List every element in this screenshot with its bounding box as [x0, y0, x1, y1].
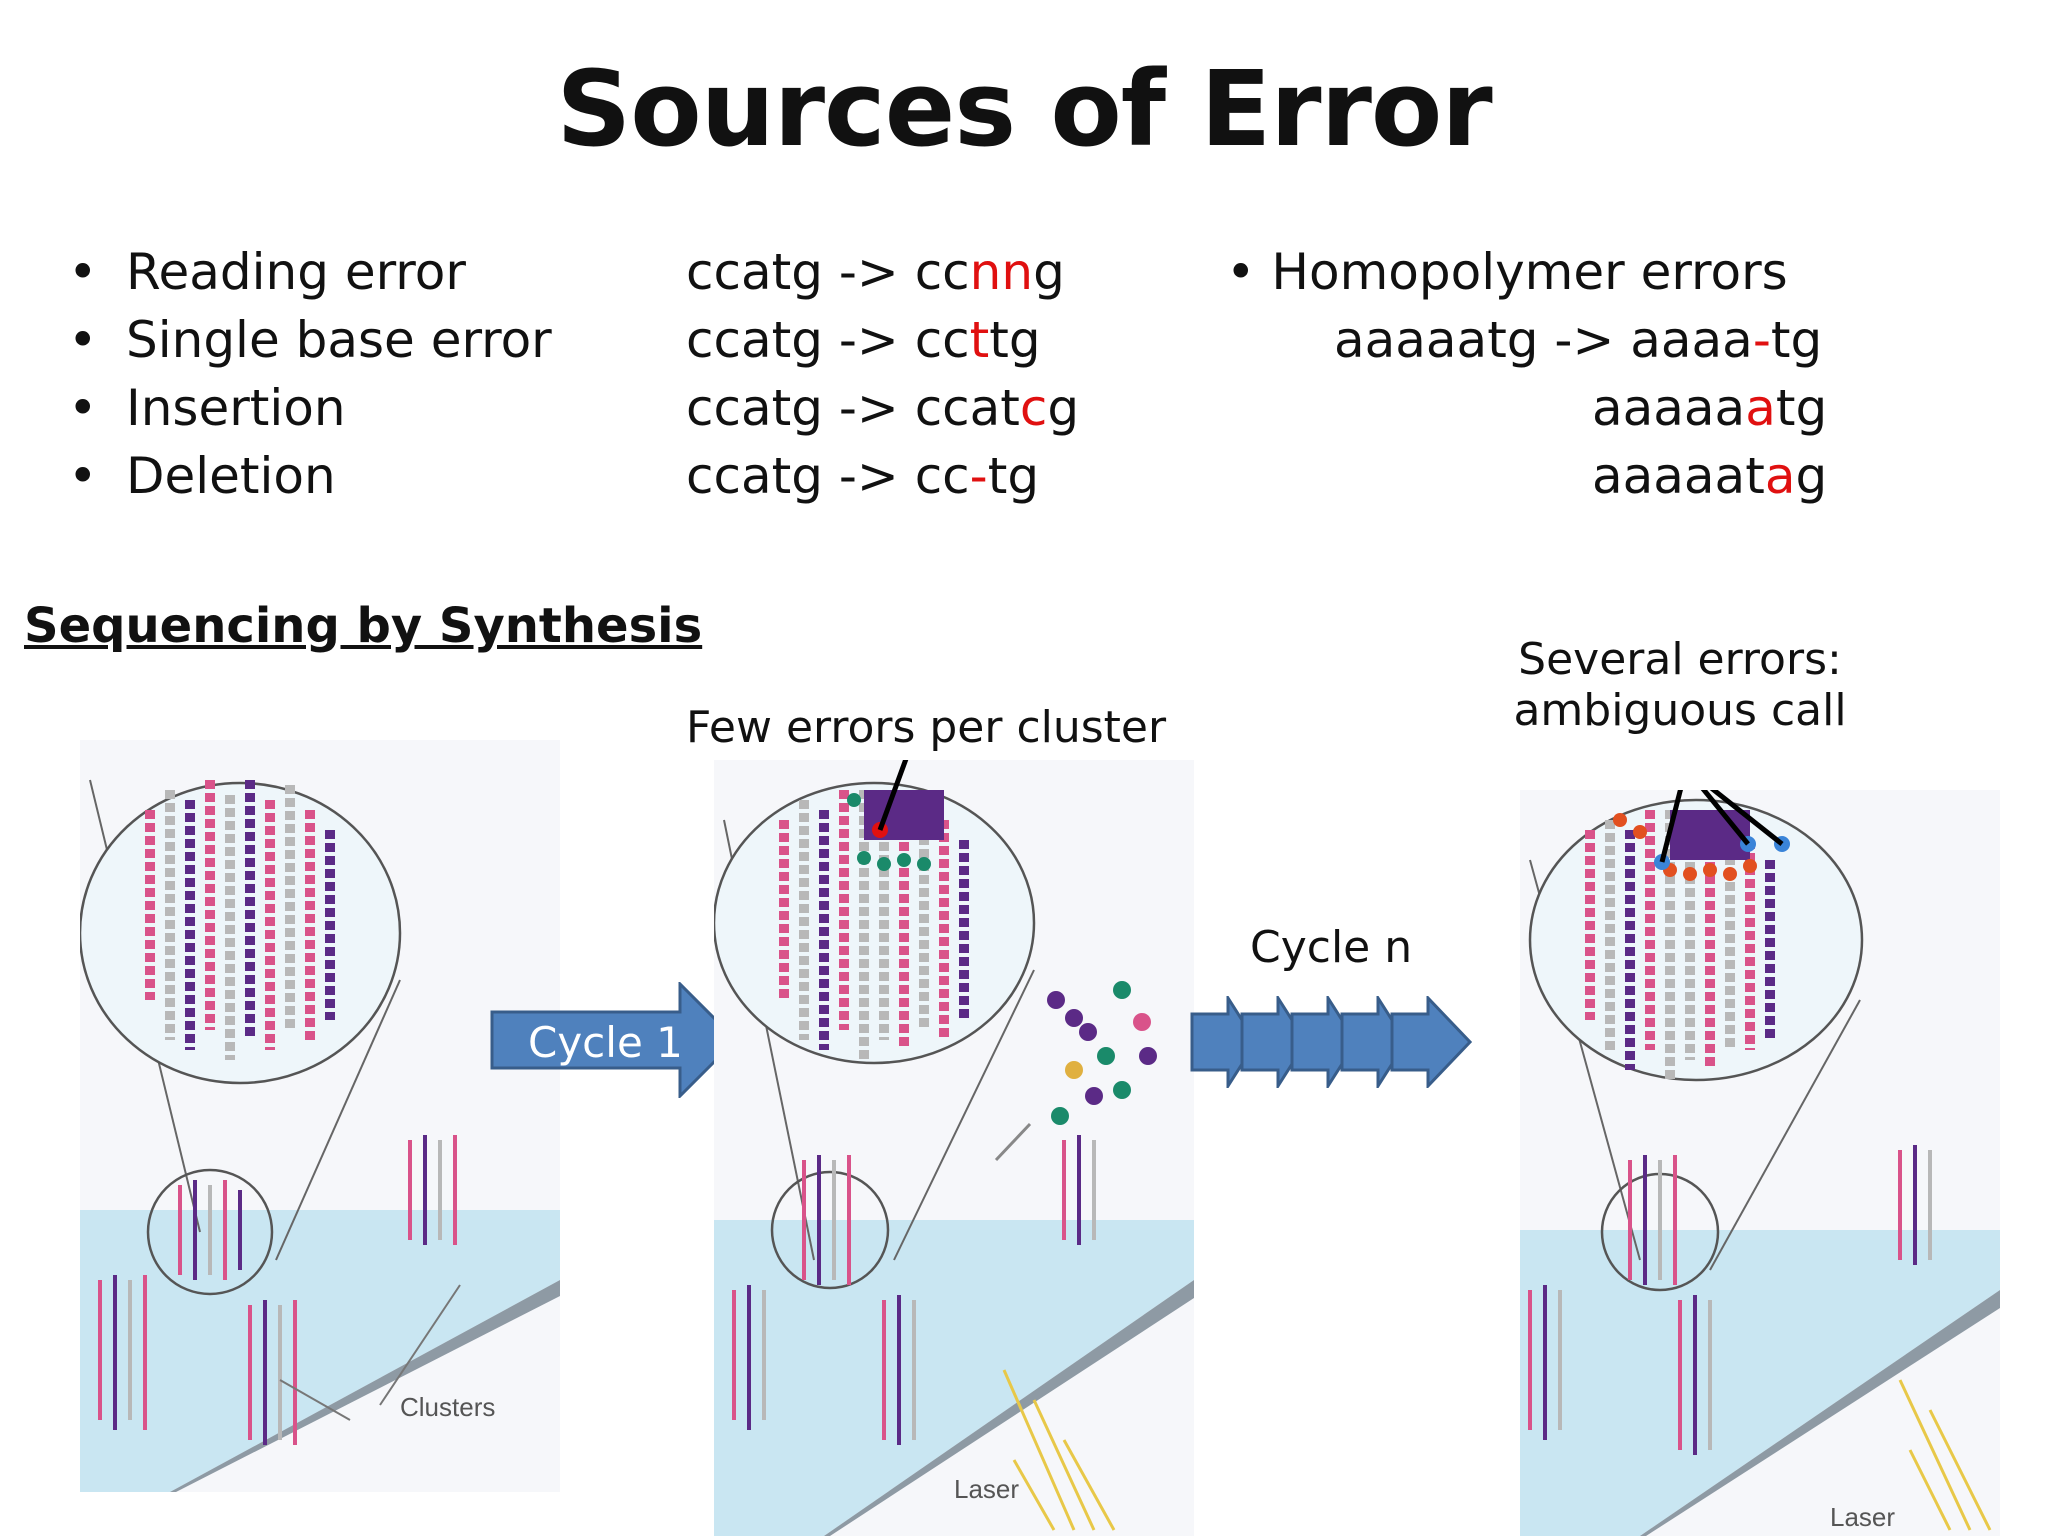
example-original: ccatg ->	[686, 447, 915, 505]
example-suffix: tg	[1770, 311, 1823, 369]
example-error-base: -	[1752, 311, 1771, 369]
laser-label: Laser	[1830, 1502, 1895, 1532]
cycle-n-label: Cycle n	[1250, 922, 1413, 973]
example-prefix: aaaaa	[1592, 379, 1746, 437]
few-errors-label: Few errors per cluster	[686, 702, 1167, 753]
several-errors-line1: Several errors:	[1518, 634, 1842, 685]
flow-cell-edge	[170, 1280, 560, 1492]
example-original: aaaaatg ->	[1334, 311, 1631, 369]
cluster-panel-cycle-n: Laser	[1520, 790, 2000, 1536]
example-suffix: g	[1047, 379, 1080, 437]
cluster-panel-initial: Clusters	[80, 740, 560, 1492]
error-example-list: ccatg -> ccnng ccatg -> ccttg ccatg -> c…	[686, 238, 1079, 510]
clusters-pointer	[279, 1379, 351, 1421]
surface-clusters	[98, 1135, 457, 1445]
slide-title: Sources of Error	[556, 48, 1492, 170]
clusters-label: Clusters	[400, 1392, 495, 1422]
example-prefix: aaaaat	[1592, 447, 1765, 505]
example-original: ccatg ->	[686, 243, 915, 301]
error-type-label: Insertion	[126, 379, 346, 437]
example-error-base: nn	[969, 243, 1034, 301]
flow-cell-edge	[824, 1280, 1194, 1536]
flow-cell-surface	[1520, 1230, 2000, 1536]
flow-cell-surface	[80, 1210, 560, 1492]
clusters-pointer	[379, 1284, 461, 1406]
error-type-label: Reading error	[126, 243, 466, 301]
zoom-line	[1709, 999, 1861, 1271]
example-error-base: a	[1764, 447, 1796, 505]
example-error-base: t	[969, 311, 990, 369]
flow-cell-edge	[1640, 1290, 2000, 1536]
several-errors-line2: ambiguous call	[1513, 685, 1847, 736]
cycle-n-arrows	[1190, 996, 1472, 1088]
surface-clusters	[732, 1135, 1096, 1445]
cluster-highlight-circle	[770, 1170, 890, 1290]
bullet-icon: •	[68, 311, 98, 369]
error-type-label: Deletion	[126, 447, 336, 505]
homopolymer-block: • Homopolymer errors aaaaatg -> aaaa-tg …	[1226, 238, 1827, 510]
incorporation-arrow	[994, 1122, 1032, 1162]
cluster-highlight-circle	[146, 1168, 274, 1296]
bullet-icon: •	[68, 447, 98, 505]
dna-strands	[145, 780, 335, 1060]
homopolymer-example: aaaaatg -> aaaa-tg	[1226, 306, 1827, 374]
example-suffix: tg	[1775, 379, 1828, 437]
list-item: • Deletion	[68, 442, 552, 510]
free-nucleotides	[1047, 981, 1157, 1125]
list-item: • Reading error	[68, 238, 552, 306]
example-suffix: g	[1033, 243, 1065, 301]
example-error-base: c	[1019, 379, 1048, 437]
flow-cell-surface	[714, 1220, 1194, 1536]
example-suffix: tg	[989, 311, 1041, 369]
laser-label: Laser	[954, 1474, 1019, 1504]
example-prefix: cc	[914, 243, 970, 301]
several-errors-label: Several errors: ambiguous call	[1500, 634, 1860, 736]
example-suffix: g	[1795, 447, 1828, 505]
bullet-icon: •	[68, 243, 98, 301]
chevron-arrow	[1390, 996, 1472, 1088]
error-type-list: • Reading error • Single base error • Inser…	[68, 238, 552, 510]
cycle-1-arrow	[490, 982, 739, 1098]
annotation-pointers	[1659, 790, 1784, 863]
cycle-1-label: Cycle 1	[528, 1018, 683, 1067]
zoom-line	[275, 979, 401, 1261]
laser-beams	[1898, 1379, 1992, 1531]
laser-beams	[1002, 1369, 1116, 1531]
error-type-label: Single base error	[126, 311, 552, 369]
example-original: ccatg ->	[686, 311, 915, 369]
section-heading: Sequencing by Synthesis	[24, 598, 703, 654]
example-prefix: ccat	[914, 379, 1020, 437]
error-example: ccatg -> cc-tg	[686, 442, 1079, 510]
example-prefix: cc	[914, 447, 970, 505]
list-item: • Insertion	[68, 374, 552, 442]
fluorescent-markers	[847, 793, 931, 871]
dna-strands	[1585, 810, 1775, 1080]
homopolymer-example: aaaaatag	[1226, 442, 1827, 510]
homopolymer-heading: • Homopolymer errors	[1226, 243, 1788, 301]
example-error-base: -	[969, 447, 988, 505]
incorporated-bases	[1670, 810, 1750, 860]
zoom-line	[893, 969, 1035, 1261]
error-markers	[1613, 813, 1757, 881]
homopolymer-example: aaaaaatg	[1226, 374, 1827, 442]
bullet-icon: •	[68, 379, 98, 437]
example-error-base: a	[1745, 379, 1776, 437]
zoom-circle	[714, 781, 1036, 1065]
error-example: ccatg -> ccatcg	[686, 374, 1079, 442]
example-prefix: cc	[914, 311, 970, 369]
example-original: ccatg ->	[686, 379, 915, 437]
annotation-pointer	[877, 760, 909, 831]
zoom-circle	[80, 781, 402, 1085]
error-example: ccatg -> ccttg	[686, 306, 1079, 374]
error-example: ccatg -> ccnng	[686, 238, 1079, 306]
example-suffix: tg	[987, 447, 1040, 505]
list-item: • Single base error	[68, 306, 552, 374]
surface-clusters	[1528, 1145, 1932, 1455]
cluster-panel-cycle-1: Laser	[714, 760, 1194, 1536]
example-prefix: aaaa	[1630, 311, 1753, 369]
